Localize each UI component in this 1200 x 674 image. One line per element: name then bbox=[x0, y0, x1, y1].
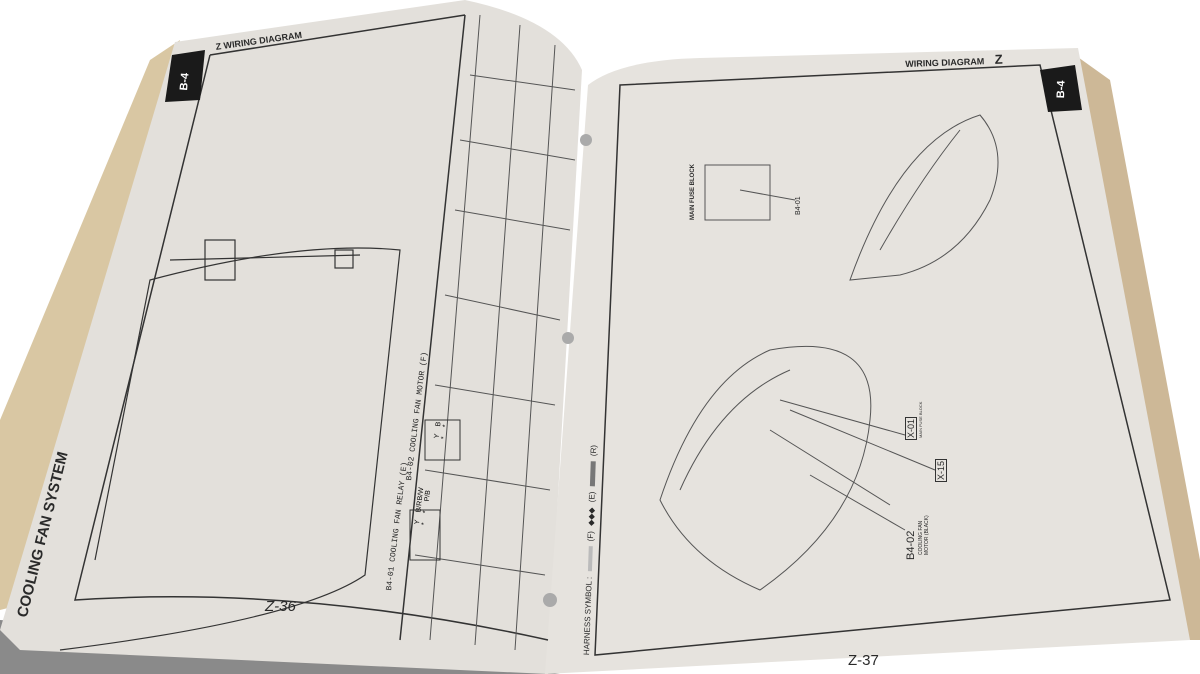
left-page bbox=[0, 0, 582, 674]
pin: * bbox=[420, 522, 429, 526]
binder-hole bbox=[543, 593, 557, 607]
harness-code: (E) bbox=[587, 491, 597, 503]
callout-x01: X-01 bbox=[905, 416, 917, 440]
callout-x01-note: MAIN FUSE BLOCK bbox=[918, 401, 923, 438]
right-page-number: Z-37 bbox=[848, 652, 879, 669]
pin: * bbox=[422, 510, 430, 514]
left-frame bbox=[74, 14, 549, 641]
harness-line-e-icon: ◆◆◆ bbox=[586, 507, 597, 527]
right-header-text: WIRING DIAGRAM bbox=[905, 56, 985, 69]
harness-line-f-icon bbox=[587, 546, 593, 572]
left-tab bbox=[165, 50, 205, 102]
right-frame bbox=[594, 64, 1171, 656]
engine-harness-drawing bbox=[659, 114, 999, 591]
left-table-grid bbox=[414, 14, 576, 651]
harness-code: (R) bbox=[588, 444, 599, 457]
pin: * bbox=[442, 424, 450, 428]
fuse-block-drawing bbox=[704, 164, 771, 221]
callout-b402-note: COOLING FAN MOTOR (BLACK) bbox=[918, 515, 930, 555]
connector-2-pins: Y B * * bbox=[434, 414, 451, 440]
callout-x15: X-15 bbox=[935, 458, 947, 482]
pin: * bbox=[440, 436, 448, 440]
harness-line-r-icon bbox=[589, 461, 596, 487]
circuit-wires bbox=[59, 239, 401, 651]
left-tab-label: B-4 bbox=[178, 72, 192, 92]
right-tab bbox=[1040, 65, 1082, 112]
binder-hole bbox=[580, 134, 592, 146]
fuse-callout: B4-01 bbox=[795, 196, 802, 215]
binder-hole bbox=[562, 332, 574, 344]
right-header-letter: Z bbox=[994, 51, 1003, 67]
right-tab-label: B-4 bbox=[1055, 80, 1068, 99]
right-page bbox=[545, 48, 1190, 674]
callout-b402: B4-02 bbox=[905, 530, 917, 560]
connector-boxes bbox=[409, 419, 461, 561]
harness-code: (F) bbox=[585, 530, 596, 542]
left-page-number: Z-36 bbox=[265, 598, 296, 615]
fuse-block-label: MAIN FUSE BLOCK bbox=[690, 164, 696, 220]
pin: P/B bbox=[423, 489, 433, 502]
